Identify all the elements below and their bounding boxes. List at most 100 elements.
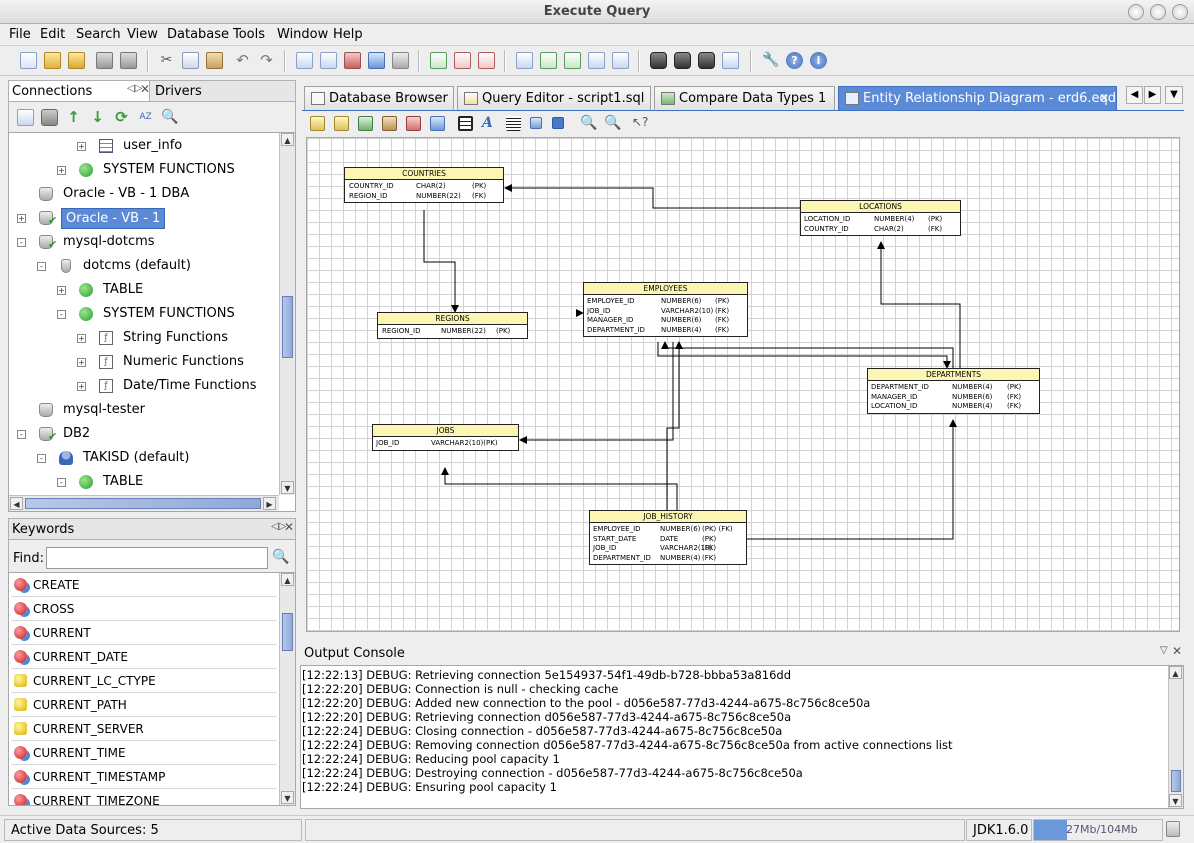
tree-node[interactable]: +user_info	[9, 134, 279, 158]
menu-tools[interactable]: Tools	[233, 27, 266, 42]
keywords-vscrollbar[interactable]: ▲ ▼	[279, 573, 295, 805]
tree-node[interactable]: Oracle - VB - 1 DBA	[9, 182, 279, 206]
keyword-item[interactable]: CREATE	[11, 573, 277, 597]
zoom-out-icon[interactable]: 🔍	[580, 115, 598, 131]
help-icon[interactable]: ?	[786, 52, 803, 69]
tab-scroll-right-icon[interactable]: ▶	[1144, 86, 1161, 104]
document-edit-icon[interactable]	[564, 52, 581, 69]
canvas-bg-icon[interactable]	[530, 117, 542, 129]
delete-table-icon[interactable]	[406, 116, 421, 131]
tab-scroll-left-icon[interactable]: ◀	[1126, 86, 1143, 104]
keyword-item[interactable]: CURRENT	[11, 621, 277, 645]
tree-vscrollbar[interactable]: ▲ ▼	[279, 133, 295, 495]
table-bg-icon[interactable]	[552, 117, 564, 129]
help-pointer-icon[interactable]: ↖?	[632, 115, 649, 129]
tree-hscrollbar[interactable]: ◀ ▶	[9, 495, 279, 511]
save-icon[interactable]	[68, 52, 85, 69]
console-output[interactable]: ▲ ▼	[300, 665, 1184, 809]
keyword-item[interactable]: CURRENT_SERVER	[11, 717, 277, 741]
expand-icon[interactable]: +	[17, 214, 26, 223]
collapse-icon[interactable]: -	[37, 262, 46, 271]
tab-query-editor[interactable]: Query Editor - script1.sql	[457, 86, 651, 110]
expand-icon[interactable]: +	[77, 358, 86, 367]
close-console-icon[interactable]: ✕	[1172, 644, 1183, 658]
zoom-in-icon[interactable]: 🔍	[604, 115, 622, 131]
tab-list-icon[interactable]: ▼	[1165, 86, 1183, 104]
document-icon[interactable]	[516, 52, 533, 69]
tab-compare-data-types[interactable]: Compare Data Types 1	[654, 86, 835, 110]
binoculars-go-icon[interactable]	[722, 52, 739, 69]
open-folder-icon[interactable]	[44, 52, 61, 69]
refresh-connections-icon[interactable]: ⟳	[115, 108, 128, 126]
console-scroll-thumb[interactable]	[1171, 770, 1181, 792]
move-down-icon[interactable]: ↓	[91, 108, 104, 126]
import-icon[interactable]	[454, 52, 471, 69]
kw-scroll-down-arrow[interactable]: ▼	[281, 791, 294, 804]
menu-view[interactable]: View	[127, 27, 158, 42]
line-style-icon[interactable]	[506, 116, 521, 131]
tree-node[interactable]: -TABLE	[9, 470, 279, 494]
menu-edit[interactable]: Edit	[40, 27, 66, 42]
drop-relation-icon[interactable]	[382, 116, 397, 131]
minimize-panel-icon[interactable]: ◁▷	[127, 83, 143, 94]
tree-scroll-thumb[interactable]	[282, 296, 293, 358]
collapse-icon[interactable]: -	[17, 430, 26, 439]
refresh-icon[interactable]	[368, 52, 385, 69]
relation-icon[interactable]	[358, 116, 373, 131]
keyword-item[interactable]: CURRENT_TIME	[11, 741, 277, 765]
console-vscrollbar[interactable]: ▲ ▼	[1168, 666, 1183, 808]
tree-node[interactable]: +✔Oracle - VB - 1	[9, 206, 279, 230]
undo-icon[interactable]: ↶	[236, 51, 249, 69]
binoculars-icon[interactable]	[650, 52, 667, 69]
gear-icon[interactable]	[588, 52, 605, 69]
minimize-button[interactable]	[1128, 4, 1144, 20]
print-icon[interactable]	[120, 52, 137, 69]
collapse-icon[interactable]: -	[57, 310, 66, 319]
close-panel-icon[interactable]: ✕	[140, 82, 151, 96]
collapse-icon[interactable]: -	[57, 478, 66, 487]
new-file-icon[interactable]	[20, 52, 37, 69]
tree-node[interactable]: -TAKISD (default)	[9, 446, 279, 470]
console-scroll-up-arrow[interactable]: ▲	[1169, 666, 1182, 679]
minimize-keywords-icon[interactable]: ◁▷	[271, 521, 287, 532]
tab-database-browser[interactable]: Database Browser	[304, 86, 454, 110]
keyword-item[interactable]: CURRENT_TIMEZONE	[11, 789, 277, 805]
wrench-icon[interactable]: 🔧	[762, 52, 780, 68]
memory-indicator[interactable]: 27Mb/104Mb	[1033, 819, 1163, 841]
scroll-left-arrow[interactable]: ◀	[10, 497, 23, 510]
print-preview-icon[interactable]	[96, 52, 113, 69]
expand-icon[interactable]: +	[77, 334, 86, 343]
copy-icon[interactable]	[182, 52, 199, 69]
transfer-icon[interactable]	[478, 52, 495, 69]
delete-connection-icon[interactable]	[41, 109, 58, 126]
collapse-icon[interactable]: -	[17, 238, 26, 247]
scroll-down-arrow[interactable]: ▼	[281, 481, 294, 494]
keyword-item[interactable]: CROSS	[11, 597, 277, 621]
export-icon[interactable]	[430, 52, 447, 69]
tree-node[interactable]: -✔mysql-dotcms	[9, 230, 279, 254]
close-button[interactable]	[1172, 4, 1188, 20]
tree-node[interactable]: mysql-tester	[9, 398, 279, 422]
sort-icon[interactable]: AZ	[139, 112, 152, 122]
move-up-icon[interactable]: ↑	[67, 108, 80, 126]
menu-file[interactable]: File	[9, 27, 31, 42]
table-icon[interactable]	[344, 52, 361, 69]
info-icon[interactable]: i	[810, 52, 827, 69]
add-table-icon[interactable]	[310, 116, 325, 131]
tab-erd[interactable]: Entity Relationship Diagram - erd6.eqd ✕	[838, 86, 1117, 110]
menu-search[interactable]: Search	[76, 27, 121, 42]
font-icon[interactable]: A	[482, 115, 493, 131]
menu-database[interactable]: Database	[167, 27, 230, 42]
document-add-icon[interactable]	[540, 52, 557, 69]
binoculars-back-icon[interactable]	[698, 52, 715, 69]
cube-icon[interactable]	[392, 52, 409, 69]
tree-node[interactable]: +TABLE	[9, 278, 279, 302]
binoculars-forward-icon[interactable]	[674, 52, 691, 69]
find-search-icon[interactable]: 🔍	[272, 549, 290, 565]
expand-icon[interactable]: +	[77, 382, 86, 391]
keyword-item[interactable]: CURRENT_LC_CTYPE	[11, 669, 277, 693]
